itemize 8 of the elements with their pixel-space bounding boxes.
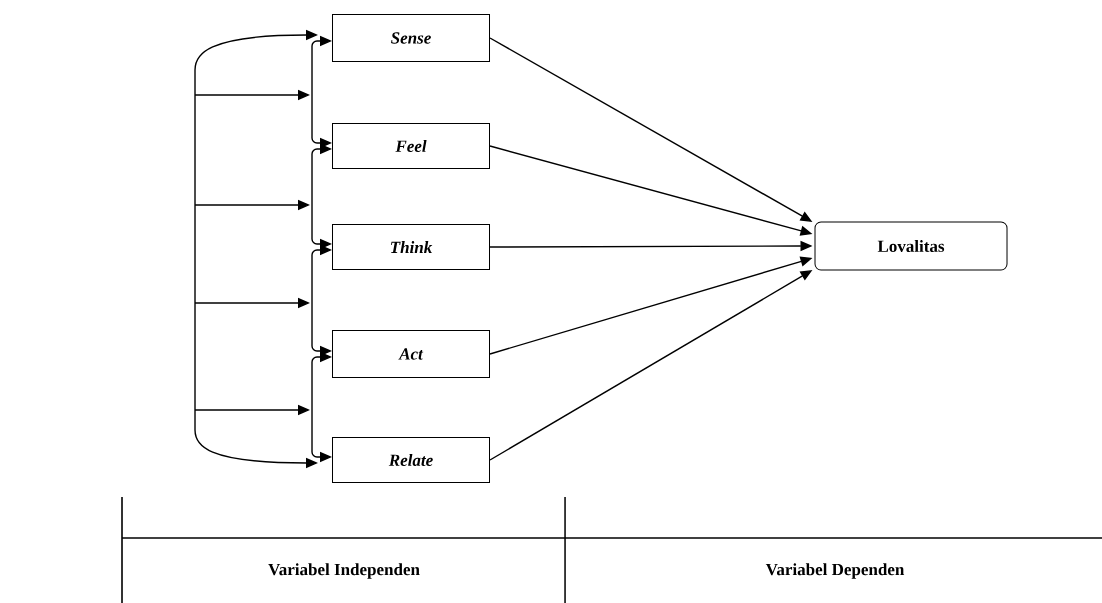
variable-box: Relate — [332, 437, 490, 483]
variable-box: Think — [332, 224, 490, 270]
variable-box: Act — [332, 330, 490, 378]
outcome-box: Lovalitas — [814, 221, 1008, 271]
column-heading: Variabel Independen — [268, 563, 420, 579]
variable-box: Feel — [332, 123, 490, 169]
column-heading: Variabel Dependen — [765, 563, 905, 579]
variable-box: Sense — [332, 14, 490, 62]
